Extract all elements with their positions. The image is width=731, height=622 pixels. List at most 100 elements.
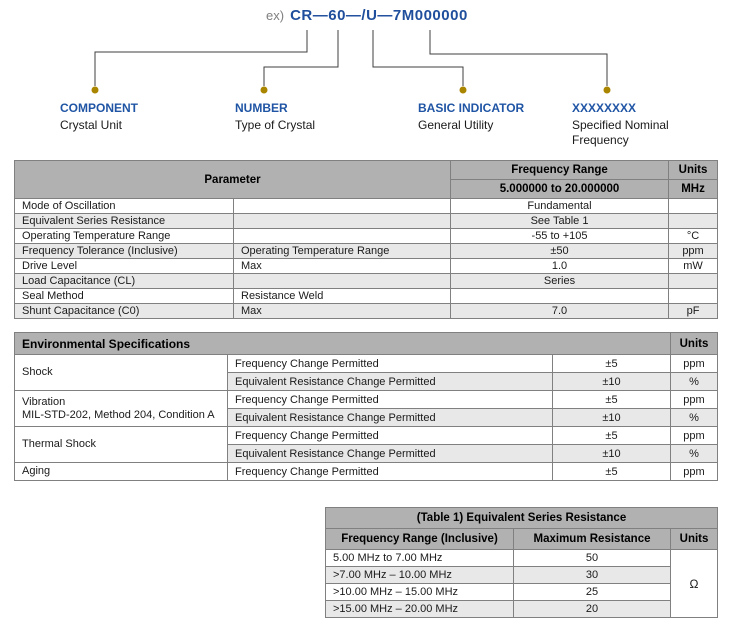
env-table-title: Environmental Specifications xyxy=(14,332,671,355)
esr-table: (Table 1) Equivalent Series Resistance F… xyxy=(324,507,719,618)
unit-cell: ppm xyxy=(670,390,718,409)
env-col-header-units: Units xyxy=(670,332,718,355)
callout-title: COMPONENT xyxy=(60,101,138,115)
unit-cell: ppm xyxy=(668,243,719,259)
value-cell: ±50 xyxy=(450,243,670,259)
unit-cell xyxy=(668,288,719,304)
value-cell: Fundamental xyxy=(450,198,670,214)
part-number-example: ex) CR—60—/U—7M000000 xyxy=(266,7,468,25)
table-row: >10.00 MHz – 15.00 MHz 25 xyxy=(325,583,718,601)
unit-cell xyxy=(668,198,719,214)
env-group-vibration: Vibration MIL-STD-202, Method 204, Condi… xyxy=(14,390,228,427)
env-group-shock: Shock xyxy=(14,354,228,391)
table-row: >15.00 MHz – 20.00 MHz 20 xyxy=(325,600,718,618)
unit-cell: °C xyxy=(668,228,719,244)
condition-cell xyxy=(232,273,452,289)
range-cell: 5.00 MHz to 7.00 MHz xyxy=(325,549,514,567)
desc-cell: Frequency Change Permitted xyxy=(227,462,553,481)
header-range-value: 5.000000 to 20.000000 xyxy=(450,179,670,199)
condition-cell: Resistance Weld xyxy=(232,288,452,304)
table-row: >7.00 MHz – 10.00 MHz 30 xyxy=(325,566,718,584)
group-name: Aging xyxy=(22,465,51,477)
esr-col-header-range: Frequency Range (Inclusive) xyxy=(325,528,514,550)
callout-subtitle: Type of Crystal xyxy=(235,118,316,132)
callout-subtitle: Crystal Unit xyxy=(60,118,123,132)
esr-col-header-units: Units xyxy=(669,528,719,550)
value-cell: ±10 xyxy=(552,444,671,463)
part-number-connector-lines xyxy=(91,30,611,94)
resistance-cell: 50 xyxy=(513,549,671,567)
desc-cell: Equivalent Resistance Change Permitted xyxy=(227,372,553,391)
part-number: CR—60—/U—7M000000 xyxy=(290,7,468,24)
param-cell: Drive Level xyxy=(14,258,234,274)
col-header-parameter: Parameter xyxy=(13,160,452,199)
esr-unit-cell: Ω xyxy=(669,549,719,618)
env-group-thermal-shock: Thermal Shock xyxy=(14,426,228,463)
desc-cell: Frequency Change Permitted xyxy=(227,354,553,373)
table-row: Vibration MIL-STD-202, Method 204, Condi… xyxy=(14,390,718,427)
param-cell: Frequency Tolerance (Inclusive) xyxy=(14,243,234,259)
group-name: Shock xyxy=(22,366,53,378)
unit-cell: ppm xyxy=(670,354,718,373)
param-cell: Seal Method xyxy=(14,288,234,304)
condition-cell xyxy=(232,198,452,214)
callout-frequency: XXXXXXXX Specified Nominal Frequency xyxy=(572,101,684,148)
unit-cell: ppm xyxy=(670,426,718,445)
desc-cell: Frequency Change Permitted xyxy=(227,390,553,409)
environmental-spec-table: Environmental Specifications Units Shock… xyxy=(14,332,718,481)
table-row: Equivalent Series Resistance See Table 1 xyxy=(14,213,719,229)
col-header-frequency-range: Frequency Range xyxy=(450,160,670,180)
connector-line-number xyxy=(263,30,339,86)
table-row: Equivalent Resistance Change Permitted ±… xyxy=(15,372,718,391)
connector-line-component xyxy=(94,30,308,86)
param-cell: Load Capacitance (CL) xyxy=(14,273,234,289)
table-row: Thermal Shock Frequency Change Permitted… xyxy=(14,426,718,463)
table-row: Mode of Oscillation Fundamental xyxy=(14,198,719,214)
resistance-cell: 20 xyxy=(513,600,671,618)
unit-cell: mW xyxy=(668,258,719,274)
connector-dot xyxy=(603,86,611,94)
param-cell: Mode of Oscillation xyxy=(14,198,234,214)
group-name-detail: MIL-STD-202, Method 204, Condition A xyxy=(22,408,215,421)
table-row: 5.00 MHz to 7.00 MHz 50 Ω xyxy=(325,549,719,618)
group-name: Vibration xyxy=(22,395,66,408)
example-prefix: ex) xyxy=(266,8,285,23)
condition-cell: Max xyxy=(232,303,452,319)
callout-subtitle: Specified Nominal Frequency xyxy=(572,118,669,147)
connector-line-frequency xyxy=(429,30,608,86)
table-row: Drive Level Max 1.0 mW xyxy=(14,258,719,274)
callout-title: NUMBER xyxy=(235,101,288,115)
desc-cell: Frequency Change Permitted xyxy=(227,426,553,445)
unit-cell xyxy=(668,273,719,289)
unit-cell: % xyxy=(670,408,718,427)
esr-col-header-resistance: Maximum Resistance xyxy=(513,528,671,550)
value-cell: See Table 1 xyxy=(450,213,670,229)
callout-title: XXXXXXXX xyxy=(572,101,637,115)
resistance-cell: 30 xyxy=(513,566,671,584)
group-name: Thermal Shock xyxy=(22,438,96,450)
header-units-value: MHz xyxy=(668,179,719,199)
unit-cell: % xyxy=(670,372,718,391)
range-cell: >7.00 MHz – 10.00 MHz xyxy=(325,566,514,584)
esr-table-title: (Table 1) Equivalent Series Resistance xyxy=(324,507,719,529)
callout-component: COMPONENT Crystal Unit xyxy=(60,101,190,133)
value-cell: 7.0 xyxy=(450,303,670,319)
unit-cell: pF xyxy=(668,303,719,319)
range-cell: >10.00 MHz – 15.00 MHz xyxy=(325,583,514,601)
unit-cell xyxy=(668,213,719,229)
condition-cell xyxy=(232,228,452,244)
table-row: Equivalent Resistance Change Permitted ±… xyxy=(15,408,718,427)
callout-subtitle: General Utility xyxy=(418,118,494,132)
table-row: Frequency Tolerance (Inclusive) Operatin… xyxy=(14,243,719,259)
desc-cell: Equivalent Resistance Change Permitted xyxy=(227,444,553,463)
value-cell: Series xyxy=(450,273,670,289)
value-cell: 1.0 xyxy=(450,258,670,274)
condition-cell xyxy=(232,213,452,229)
range-cell: >15.00 MHz – 20.00 MHz xyxy=(325,600,514,618)
condition-cell: Max xyxy=(232,258,452,274)
resistance-cell: 25 xyxy=(513,583,671,601)
table-row: Equivalent Resistance Change Permitted ±… xyxy=(15,444,718,463)
table-row: Operating Temperature Range -55 to +105 … xyxy=(14,228,719,244)
desc-cell: Equivalent Resistance Change Permitted xyxy=(227,408,553,427)
